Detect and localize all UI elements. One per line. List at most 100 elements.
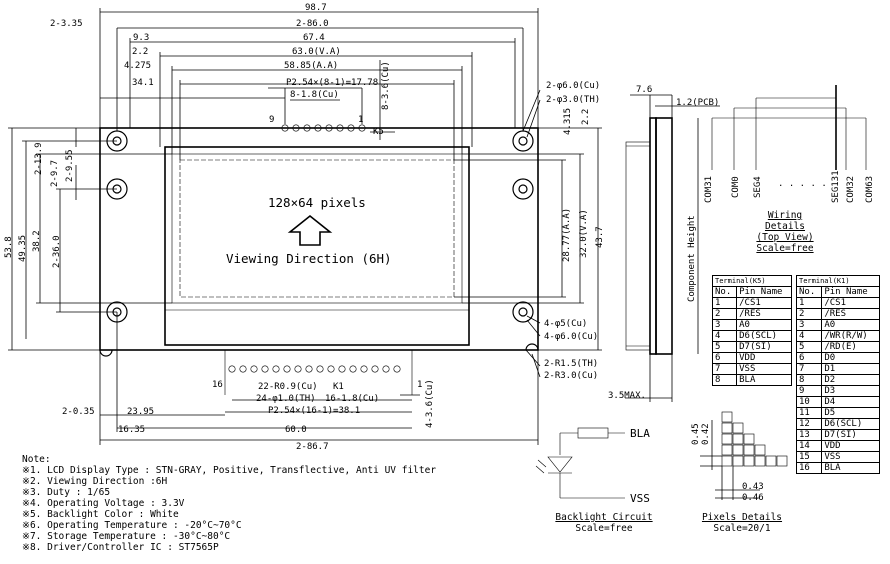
dim-2-36-0: 2-36.0 bbox=[52, 235, 62, 268]
dim-38-2: 38.2 bbox=[32, 230, 42, 252]
dim-2-r1-5: 2-R1.5(TH) bbox=[544, 359, 598, 369]
wiring-caption-scale: Scale=free bbox=[756, 243, 814, 254]
mounting-hole-mr bbox=[512, 178, 534, 200]
k5-label: K5 bbox=[373, 127, 384, 137]
pin-16-k1: 16 bbox=[212, 380, 223, 390]
pixels-caption-title: Pixels Details bbox=[701, 512, 783, 523]
dim-8-3-6: 8-3.6(Cu) bbox=[381, 61, 391, 110]
pixel-details bbox=[700, 411, 788, 500]
dim-4-6-5: 4-φ5(Cu) bbox=[544, 319, 587, 329]
dim-2-0-35: 2-0.35 bbox=[62, 407, 95, 417]
mounting-hole-br bbox=[512, 301, 534, 323]
note-item: ※6. Operating Temperature : -20°C~70°C bbox=[22, 520, 242, 531]
note-item: ※2. Viewing Direction :6H bbox=[22, 476, 168, 487]
dim-3-5max: 3.5MAX. bbox=[608, 391, 646, 401]
table-k1-header-no: No. bbox=[795, 286, 823, 298]
wiring-diagram bbox=[711, 85, 867, 170]
dim-32-0: 32.0(V.A) bbox=[579, 209, 589, 258]
dim-4-3-6: 4-3.6(Cu) bbox=[425, 379, 435, 428]
wiring-com32: COM32 bbox=[846, 176, 856, 203]
dim-28-77: 28.77(A.A) bbox=[562, 208, 572, 262]
wiring-com0: COM0 bbox=[731, 176, 741, 198]
notes-block: Note: ※1. LCD Display Type : STN-GRAY, P… bbox=[22, 454, 436, 553]
note-item: ※5. Backlight Color : White bbox=[22, 509, 179, 520]
table-row: 5/RD(E) bbox=[795, 341, 880, 353]
k1-label: K1 bbox=[333, 382, 344, 392]
note-item: ※8. Driver/Controller IC : ST7565P bbox=[22, 542, 219, 553]
backlight-bla-label: BLA bbox=[630, 427, 650, 440]
dim-4-6-0: 4-φ6.0(Cu) bbox=[544, 332, 598, 342]
front-view bbox=[8, 8, 602, 445]
pixel-dim-0-46: 0.46 bbox=[742, 493, 764, 503]
table-row: 1/CS1 bbox=[711, 297, 792, 309]
pixel-dim-0-42: 0.42 bbox=[701, 423, 711, 445]
wiring-seg4: SEG4 bbox=[753, 176, 763, 198]
dim-1-2-pcb: 1.2(PCB) bbox=[676, 98, 719, 108]
dim-2-r3-0: 2-R3.0(Cu) bbox=[544, 371, 598, 381]
note-item: ※4. Operating Voltage : 3.3V bbox=[22, 498, 185, 509]
note-item: ※3. Duty : 1/65 bbox=[22, 487, 111, 498]
dim-49-35: 49.35 bbox=[18, 235, 28, 262]
wiring-com31: COM31 bbox=[704, 176, 714, 203]
component-height-label: Component Height bbox=[687, 215, 697, 302]
viewing-area bbox=[171, 153, 463, 304]
pixels-caption-scale: Scale=20/1 bbox=[713, 523, 771, 534]
dim-2-3-35: 2-3.35 bbox=[50, 19, 83, 29]
dim-4-275: 4.275 bbox=[124, 61, 151, 71]
dim-p254-16: P2.54×(16-1)=38.1 bbox=[268, 406, 360, 416]
wiring-caption-title: Wiring Details bbox=[764, 210, 806, 232]
table-k1-header-pin: Pin Name bbox=[821, 286, 880, 298]
dim-67-4: 67.4 bbox=[303, 33, 325, 43]
table-k5-header-pin: Pin Name bbox=[736, 286, 792, 298]
dim-2-86-0: 2-86.0 bbox=[296, 19, 329, 29]
pin-9-k5: 9 bbox=[269, 115, 274, 125]
table-k1-title: Terminal(K1) bbox=[796, 275, 880, 287]
backlight-vss-label: VSS bbox=[630, 492, 650, 505]
active-area bbox=[179, 159, 455, 298]
viewing-direction-arrow bbox=[287, 214, 333, 246]
pixels-caption: Pixels Details Scale=20/1 bbox=[694, 512, 790, 534]
note-item: ※7. Storage Temperature : -30°C~80°C bbox=[22, 531, 231, 542]
dim-53-8: 53.8 bbox=[4, 236, 14, 258]
dim-2-13-9: 2-13.9 bbox=[34, 142, 44, 175]
pin-1-k5: 1 bbox=[358, 115, 363, 125]
table-row: 2/RES bbox=[711, 308, 792, 320]
wiring-caption: Wiring Details (Top View) Scale=free bbox=[745, 210, 825, 254]
dim-2-2: 2.2 bbox=[132, 47, 148, 57]
wiring-seg131: SEG131 bbox=[831, 170, 841, 203]
dim-60-0: 60.0 bbox=[285, 425, 307, 435]
k5-pads bbox=[281, 124, 366, 132]
table-k5-header-no: No. bbox=[711, 286, 738, 298]
dim-8-1-8: 8-1.8(Cu) bbox=[290, 90, 339, 100]
notes-title: Note: bbox=[22, 454, 51, 465]
dim-63-0: 63.0(V.A) bbox=[292, 47, 341, 57]
dim-7-6: 7.6 bbox=[636, 85, 652, 95]
dim-2-9-7: 2-9.7 bbox=[50, 160, 60, 187]
pin-1-k1: 1 bbox=[417, 380, 422, 390]
dim-98-7: 98.7 bbox=[305, 3, 327, 13]
dim-34-1: 34.1 bbox=[132, 78, 154, 88]
table-k5-title: Terminal(K5) bbox=[712, 275, 792, 287]
dim-23-95: 23.95 bbox=[127, 407, 154, 417]
wiring-caption-view: (Top View) bbox=[756, 232, 814, 243]
backlight-caption-scale: Scale=free bbox=[575, 523, 633, 534]
pixel-dim-0-45: 0.45 bbox=[691, 423, 701, 445]
pixel-dim-0-43: 0.43 bbox=[742, 482, 764, 492]
dim-2-86-7: 2-86.7 bbox=[296, 442, 329, 452]
wiring-ellipsis: . . . . . bbox=[778, 179, 827, 189]
